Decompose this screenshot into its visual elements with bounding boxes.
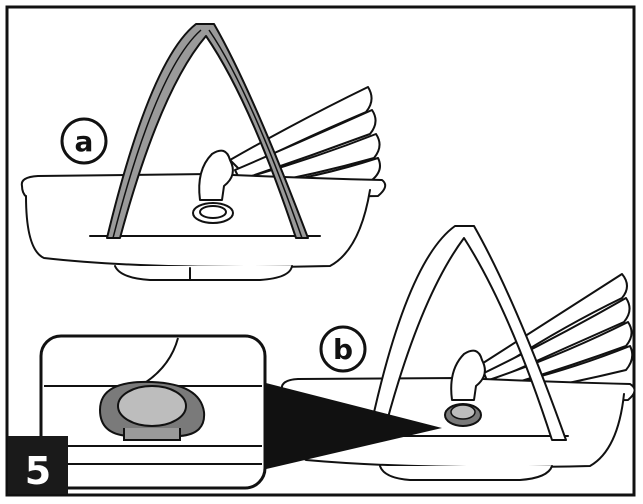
hood-hinge	[198, 149, 234, 201]
release-knob-inner	[199, 205, 227, 219]
zoom-callout	[39, 334, 267, 490]
hood-fold	[483, 297, 631, 384]
release-knob-b	[444, 403, 482, 427]
hood-fold	[479, 273, 628, 376]
handle-a	[106, 23, 309, 239]
hood-hinge	[450, 349, 486, 401]
label-a: a	[75, 125, 94, 158]
label-b-badge: b	[319, 325, 367, 373]
label-a-badge: a	[60, 117, 108, 165]
carrycot-base	[114, 265, 293, 281]
callout-pointer	[262, 382, 442, 470]
step-number: 5	[25, 449, 51, 493]
handle-b	[367, 225, 567, 441]
step-number-box: 5	[8, 436, 68, 494]
carrycot-base	[379, 465, 553, 481]
carrycot-body	[25, 189, 371, 268]
label-b: b	[333, 333, 353, 366]
